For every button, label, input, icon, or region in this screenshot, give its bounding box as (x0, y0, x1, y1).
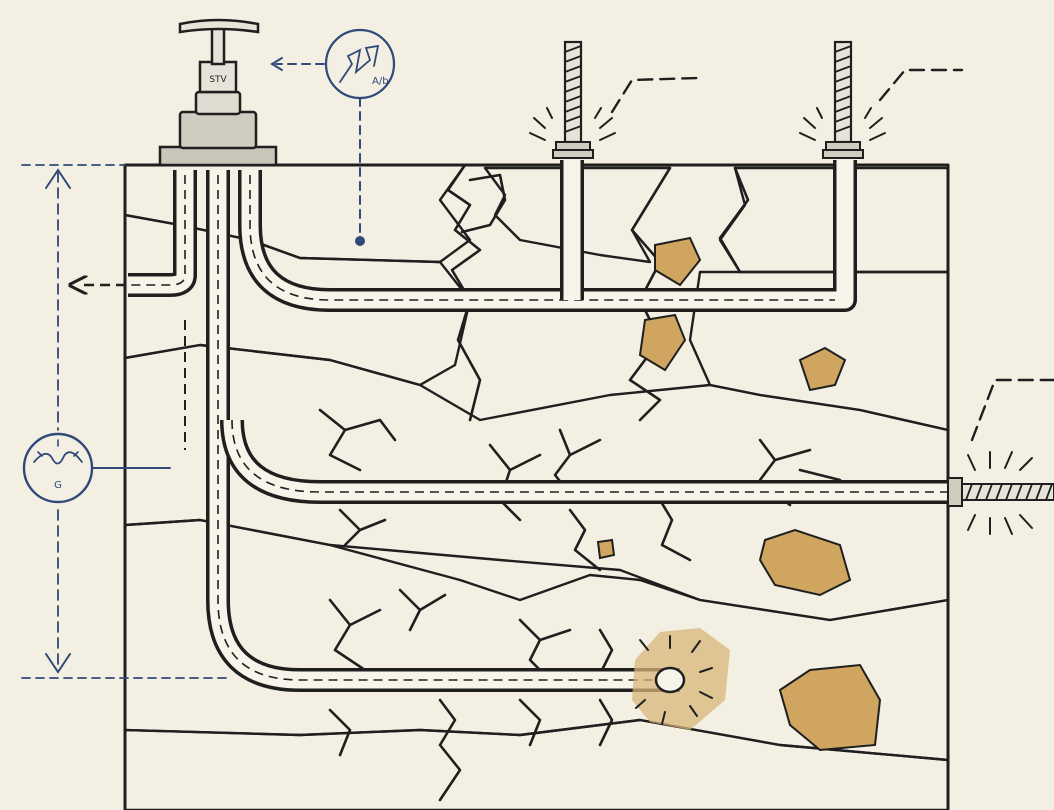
pressure-gauge-icon[interactable]: G (24, 434, 170, 502)
gauge-value: G (54, 480, 62, 491)
flow-sketch-annotation: A/b (272, 30, 394, 246)
valve-neck (196, 92, 240, 114)
valve-stem (212, 28, 224, 64)
crack-mid-1 (320, 410, 395, 470)
callout-leader-side-bolt (972, 380, 1054, 440)
valve-plate-label: STV (209, 75, 227, 85)
crack-mid-6 (570, 510, 600, 570)
pipe-middle-branch (232, 420, 955, 492)
circled-sketch-icon[interactable] (326, 30, 394, 98)
stain-upper-mid (640, 315, 685, 370)
bolt-right (800, 42, 885, 158)
pipe-end-opening (656, 668, 684, 692)
pipe-leak-burst (632, 628, 730, 730)
pipe-outlet-stub (128, 170, 185, 285)
bolt-middle (530, 42, 615, 158)
stain-right-upper (800, 348, 845, 390)
stain-upper-center (655, 238, 700, 285)
crack-lower-5 (440, 700, 460, 800)
crack-lower-6 (330, 700, 612, 755)
pipe-main-riser (218, 170, 680, 680)
crack-mid-7 (660, 500, 690, 560)
valve-handle[interactable] (180, 20, 258, 32)
tap-valve-icon[interactable]: STV (160, 20, 276, 165)
callout-sketch-label: A/b (372, 76, 389, 87)
stain-lower-right (780, 665, 880, 750)
pipe-system (128, 160, 955, 680)
crack-lower-2 (400, 590, 445, 630)
crack-mid-5 (340, 510, 385, 545)
callout-leader-middle-bolt (612, 78, 698, 112)
bolt-side (948, 452, 1054, 534)
pipe-upper-branch (250, 160, 845, 300)
callout-leader-right-bolt (880, 70, 962, 100)
crack-lower-1 (330, 600, 380, 670)
stain-small-center (598, 540, 614, 558)
valve-base-plate (160, 147, 276, 165)
valve-body (180, 112, 256, 148)
crack-right-branch (720, 168, 748, 272)
stain-right-middle (760, 530, 850, 595)
